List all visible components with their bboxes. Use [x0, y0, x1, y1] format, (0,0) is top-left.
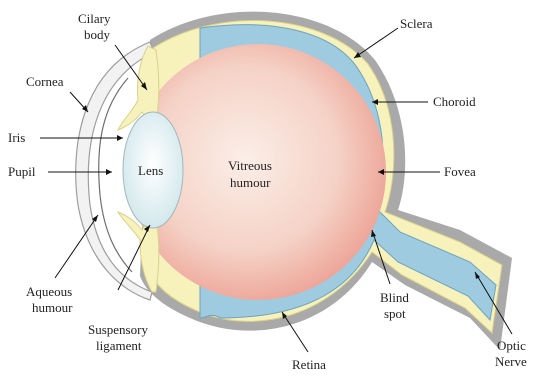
label-lens: Lens: [138, 163, 163, 178]
label-suspensory: Suspensory: [88, 322, 148, 337]
label-suspensory-ligament: ligament: [96, 338, 142, 353]
label-iris: Iris: [8, 130, 25, 145]
label-cornea: Cornea: [26, 74, 64, 89]
label-optic-nerve: Nerve: [495, 354, 527, 369]
label-sclera: Sclera: [400, 16, 433, 31]
label-cilary: Cilary: [78, 11, 111, 26]
label-vitreous-humour: humour: [230, 175, 271, 190]
label-cilary-body: body: [84, 27, 111, 42]
label-blind: Blind: [380, 290, 409, 305]
label-pupil: Pupil: [8, 164, 36, 179]
label-choroid: Choroid: [433, 94, 476, 109]
label-blind-spot: spot: [384, 306, 406, 321]
sclera-pointer: [354, 28, 398, 58]
label-aqueous: Aqueous: [26, 284, 72, 299]
pupil-arrowhead: [106, 169, 112, 175]
label-fovea: Fovea: [444, 164, 476, 179]
iris-arrowhead: [117, 135, 123, 141]
label-aqueous-humour: humour: [32, 300, 73, 315]
label-optic: Optic: [497, 338, 526, 353]
label-vitreous: Vitreous: [228, 158, 272, 173]
label-retina: Retina: [292, 357, 326, 372]
